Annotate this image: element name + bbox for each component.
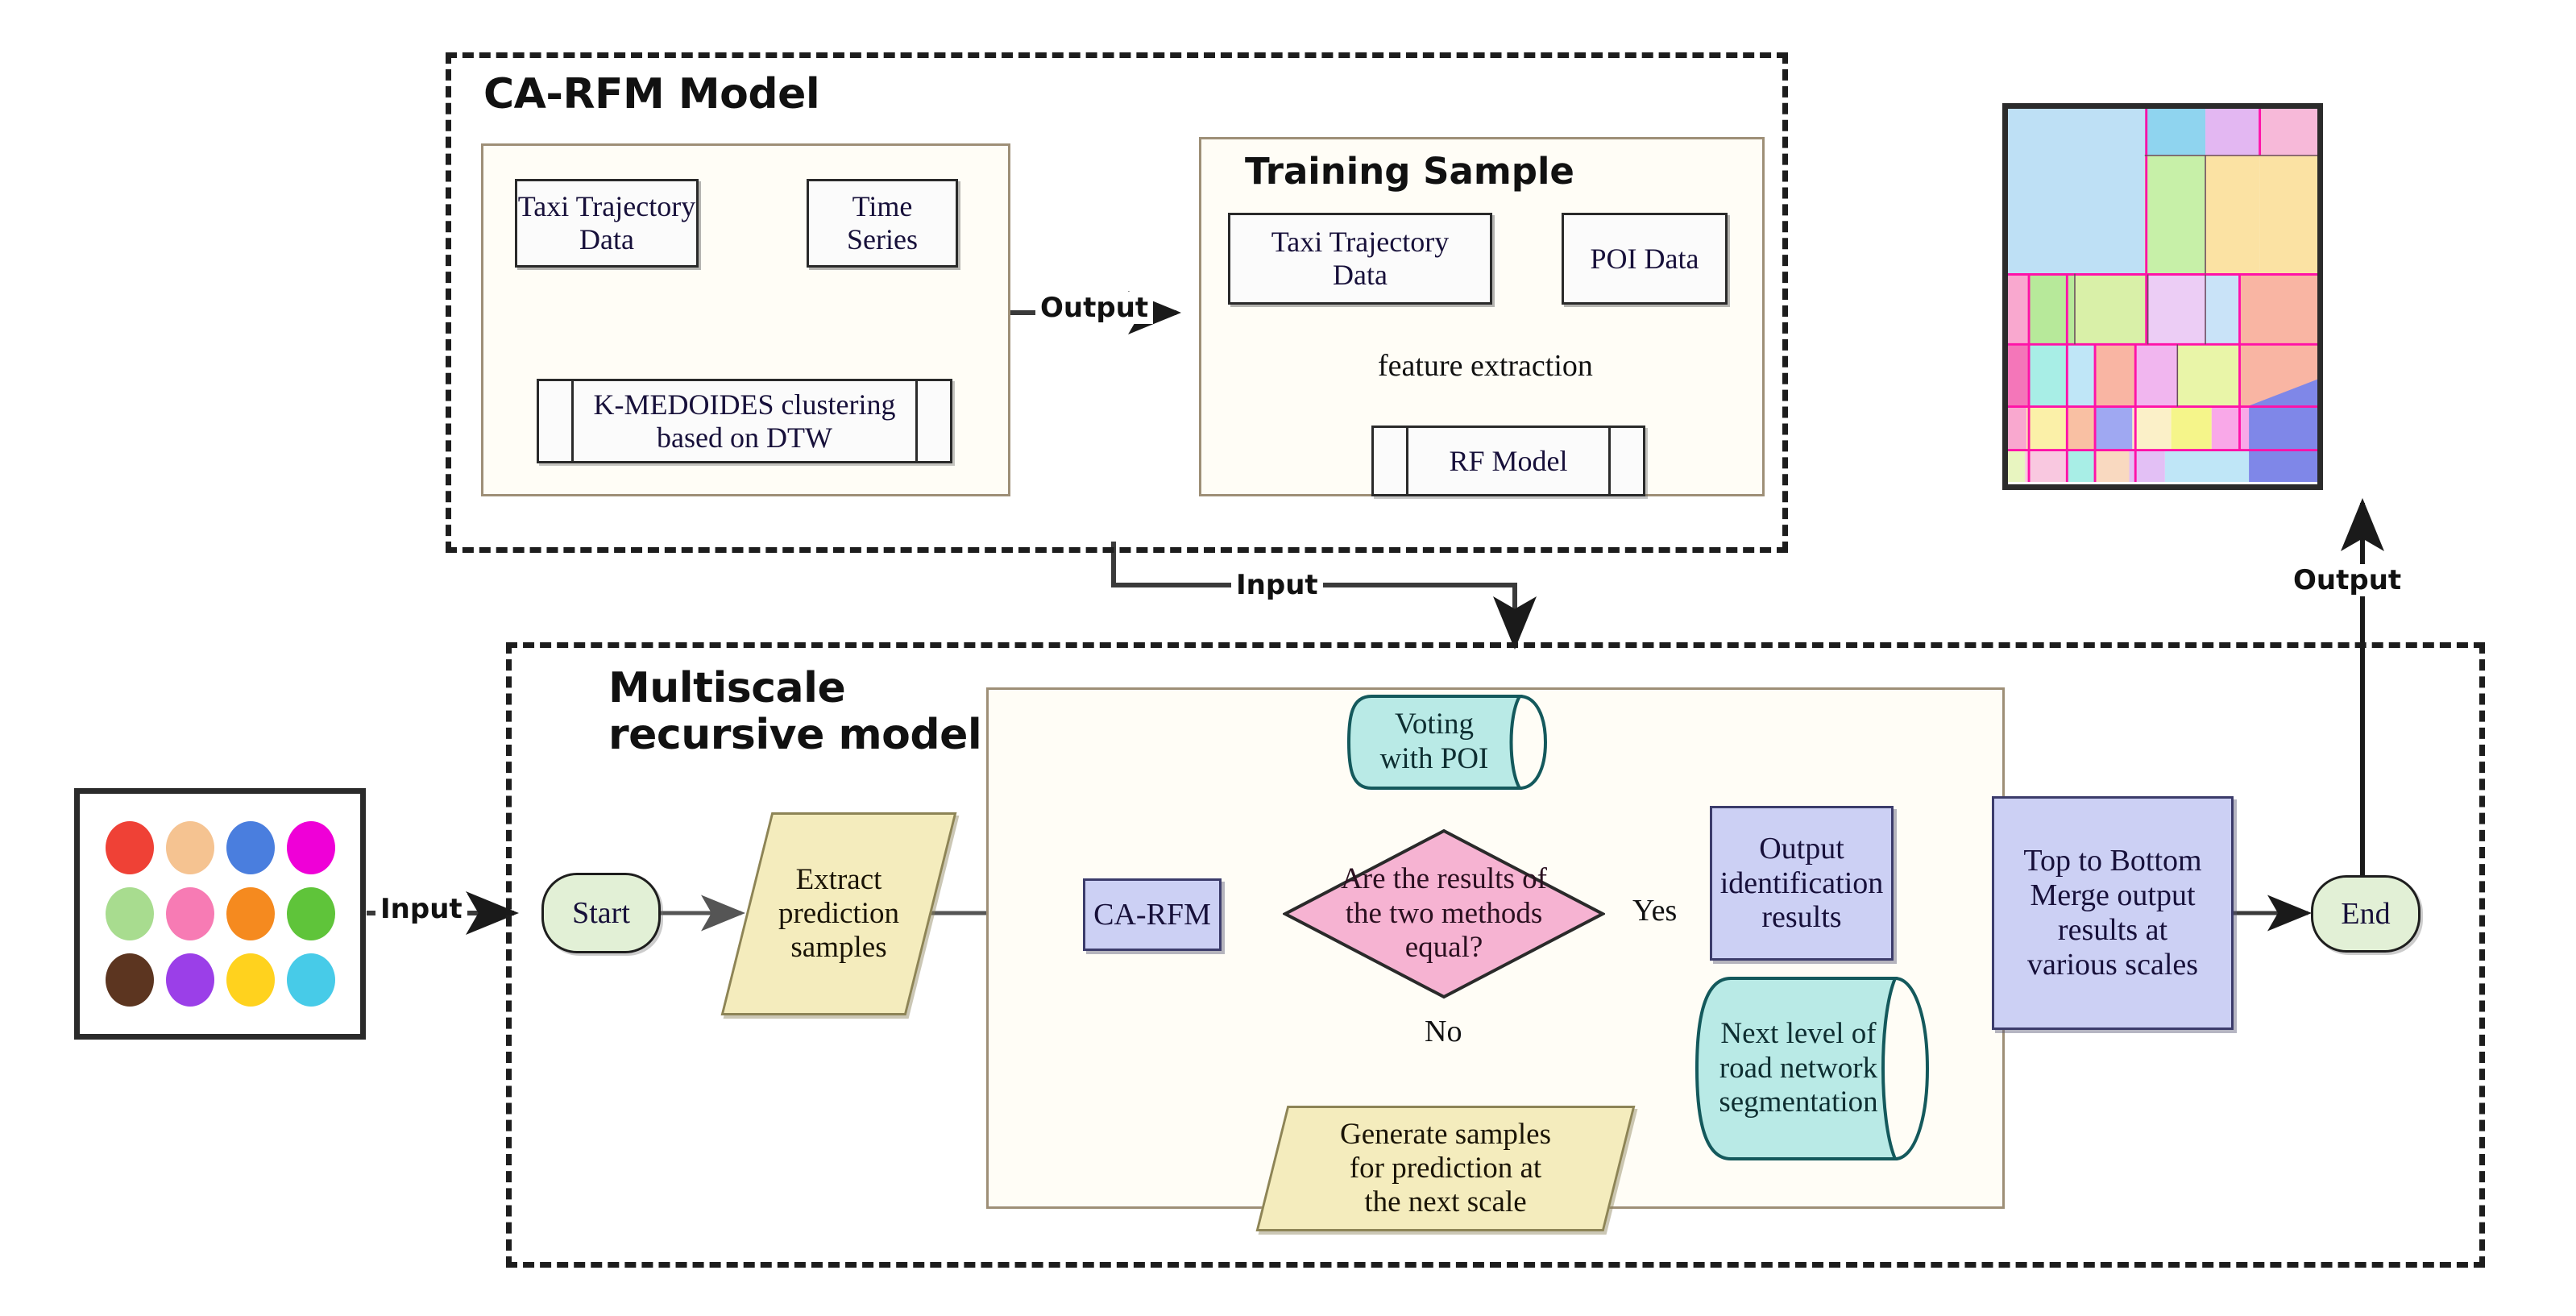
node-label: Taxi Trajectory Data — [1271, 226, 1450, 291]
node-label: Taxi Trajectory Data — [517, 190, 696, 255]
dot-cell — [160, 815, 220, 881]
input-color-legend-image — [74, 788, 366, 1040]
cluster-color-dot — [226, 953, 275, 1007]
node-label: CA-RFM — [1093, 897, 1211, 932]
edge-label-input-middle: Input — [1231, 569, 1323, 601]
edge-label-input-left: Input — [375, 893, 467, 925]
node-label: Start — [572, 895, 630, 930]
node-label: Generate samples for prediction at the n… — [1340, 1117, 1551, 1219]
node-next-level-road-network-segmentation: Next level of road network segmentation — [1695, 977, 1930, 1160]
cluster-color-dot — [105, 887, 154, 940]
cluster-color-dot — [165, 821, 214, 874]
node-ca-rfm: CA-RFM — [1083, 878, 1222, 951]
dot-cell — [99, 881, 160, 947]
node-extract-prediction-samples: Extract prediction samples — [720, 812, 957, 1015]
node-label: End — [2341, 896, 2391, 931]
node-label: K-MEDOIDES clustering based on DTW — [593, 388, 896, 454]
dot-cell — [280, 947, 341, 1013]
dot-cell — [280, 881, 341, 947]
node-decision-results-equal: Are the results of the two methods equal… — [1281, 828, 1607, 999]
dot-cell — [220, 815, 280, 881]
node-taxi-trajectory-data-1: Taxi Trajectory Data — [515, 179, 699, 268]
tape-shape — [1695, 977, 1930, 1160]
edge-label-feature-extraction: feature extraction — [1378, 349, 1593, 383]
tape-shape — [1346, 695, 1548, 790]
cluster-color-dot — [226, 821, 275, 874]
edge-label-output-right: Output — [2288, 564, 2407, 596]
mosaic-map — [2008, 109, 2317, 483]
node-label: POI Data — [1590, 242, 1699, 275]
group-ca-rfm-title: CA-RFM Model — [483, 70, 820, 118]
cluster-color-dot — [226, 887, 275, 940]
group-ca-rfm — [446, 52, 1788, 553]
node-output-identification-results: Output identification results — [1710, 806, 1894, 961]
node-label: Are the results of the two methods equal… — [1341, 862, 1547, 965]
cluster-color-dot — [105, 953, 154, 1007]
dot-cell — [160, 881, 220, 947]
node-end: End — [2311, 875, 2420, 953]
node-rf-model: RF Model — [1371, 426, 1645, 496]
cluster-color-dot — [286, 821, 335, 874]
node-voting-with-poi: Voting with POI — [1346, 695, 1549, 790]
dot-cell — [280, 815, 341, 881]
node-kmedoides-clustering: K-MEDOIDES clustering based on DTW — [537, 379, 952, 463]
cluster-color-dot — [165, 953, 214, 1007]
diamond-shape — [1281, 828, 1607, 999]
node-label: Time Series — [847, 190, 918, 255]
node-generate-samples: Generate samples for prediction at the n… — [1255, 1106, 1636, 1231]
dot-cell — [160, 947, 220, 1013]
edge-label-output-top: Output — [1035, 292, 1154, 324]
edge-label-yes: Yes — [1632, 894, 1678, 928]
cluster-color-dot — [165, 887, 214, 940]
node-label: Next level of road network segmentation — [1719, 1016, 1878, 1119]
edge-label-no: No — [1425, 1015, 1462, 1048]
panel-training-sample-title: Training Sample — [1245, 150, 1574, 193]
node-label: Output identification results — [1719, 831, 1884, 935]
node-start: Start — [541, 873, 661, 953]
cluster-color-dot — [286, 953, 335, 1007]
output-functional-zone-map — [2002, 103, 2323, 490]
cluster-color-dot — [105, 821, 154, 874]
dot-grid — [80, 794, 360, 1034]
node-poi-data: POI Data — [1562, 213, 1728, 305]
node-label: Extract prediction samples — [778, 862, 899, 965]
node-label: Voting with POI — [1379, 708, 1489, 775]
node-time-series: Time Series — [807, 179, 958, 268]
dot-cell — [99, 947, 160, 1013]
node-merge-output-results: Top to Bottom Merge output results at va… — [1992, 796, 2234, 1030]
group-multiscale-title: Multiscale recursive model — [608, 664, 982, 760]
group-multiscale — [506, 642, 2485, 1268]
dot-cell — [220, 947, 280, 1013]
node-label: RF Model — [1449, 444, 1568, 477]
dot-cell — [99, 815, 160, 881]
node-label: Top to Bottom Merge output results at va… — [2023, 844, 2202, 982]
dot-cell — [220, 881, 280, 947]
node-taxi-trajectory-data-2: Taxi Trajectory Data — [1228, 213, 1492, 305]
cluster-color-dot — [286, 887, 335, 940]
